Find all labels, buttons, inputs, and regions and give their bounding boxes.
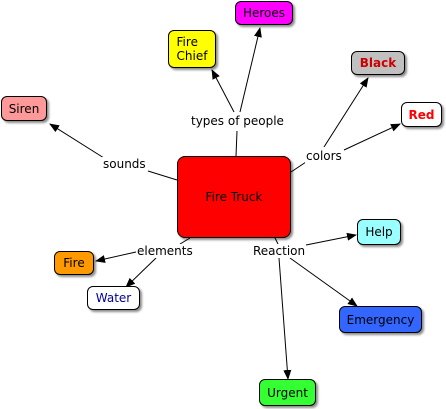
node-black-label: Black: [359, 56, 397, 70]
node-red-label: Red: [408, 107, 435, 122]
node-fire-chief-label: Fire Chief: [176, 35, 208, 63]
link-label-reaction: Reaction: [252, 244, 307, 258]
node-heroes-label: Heroes: [242, 6, 286, 20]
node-fire[interactable]: Fire: [54, 251, 94, 275]
line-center-types: [235, 130, 238, 157]
arrow-to-emergency: [289, 257, 358, 307]
link-label-elements: elements: [136, 244, 194, 258]
arrow-to-red: [343, 123, 401, 151]
line-center-elements: [179, 237, 191, 245]
node-fire-label: Fire: [63, 256, 85, 270]
center-node-fire-truck[interactable]: Fire Truck: [177, 156, 291, 238]
arrow-to-help: [305, 232, 357, 246]
arrow-to-black: [323, 77, 369, 148]
node-urgent-label: Urgent: [267, 385, 308, 400]
node-black[interactable]: Black: [351, 51, 405, 75]
arrow-to-urgent: [278, 257, 292, 380]
arrow-to-heroes: [239, 27, 262, 113]
arrow-to-fire-chief: [211, 69, 235, 113]
link-label-colors: colors: [305, 149, 343, 163]
node-heroes[interactable]: Heroes: [235, 1, 293, 25]
node-fire-chief[interactable]: Fire Chief: [168, 30, 216, 68]
node-urgent[interactable]: Urgent: [259, 379, 316, 406]
arrow-to-fire: [95, 251, 137, 263]
line-center-colors: [290, 161, 307, 173]
node-emergency-label: Emergency: [346, 312, 415, 327]
line-center-sounds: [147, 170, 178, 181]
node-siren[interactable]: Siren: [1, 96, 47, 121]
arrow-to-water: [125, 257, 157, 288]
node-red[interactable]: Red: [401, 102, 442, 127]
node-emergency[interactable]: Emergency: [339, 306, 422, 333]
node-siren-label: Siren: [8, 101, 40, 116]
node-help[interactable]: Help: [357, 219, 401, 245]
arrow-to-siren: [49, 123, 105, 159]
link-label-types-of-people: types of people: [190, 114, 285, 128]
node-help-label: Help: [365, 225, 393, 239]
center-node-label: Fire Truck: [205, 190, 263, 204]
node-water[interactable]: Water: [87, 286, 140, 310]
node-water-label: Water: [95, 291, 132, 305]
link-label-sounds: sounds: [102, 157, 147, 171]
line-center-reaction: [274, 237, 279, 245]
